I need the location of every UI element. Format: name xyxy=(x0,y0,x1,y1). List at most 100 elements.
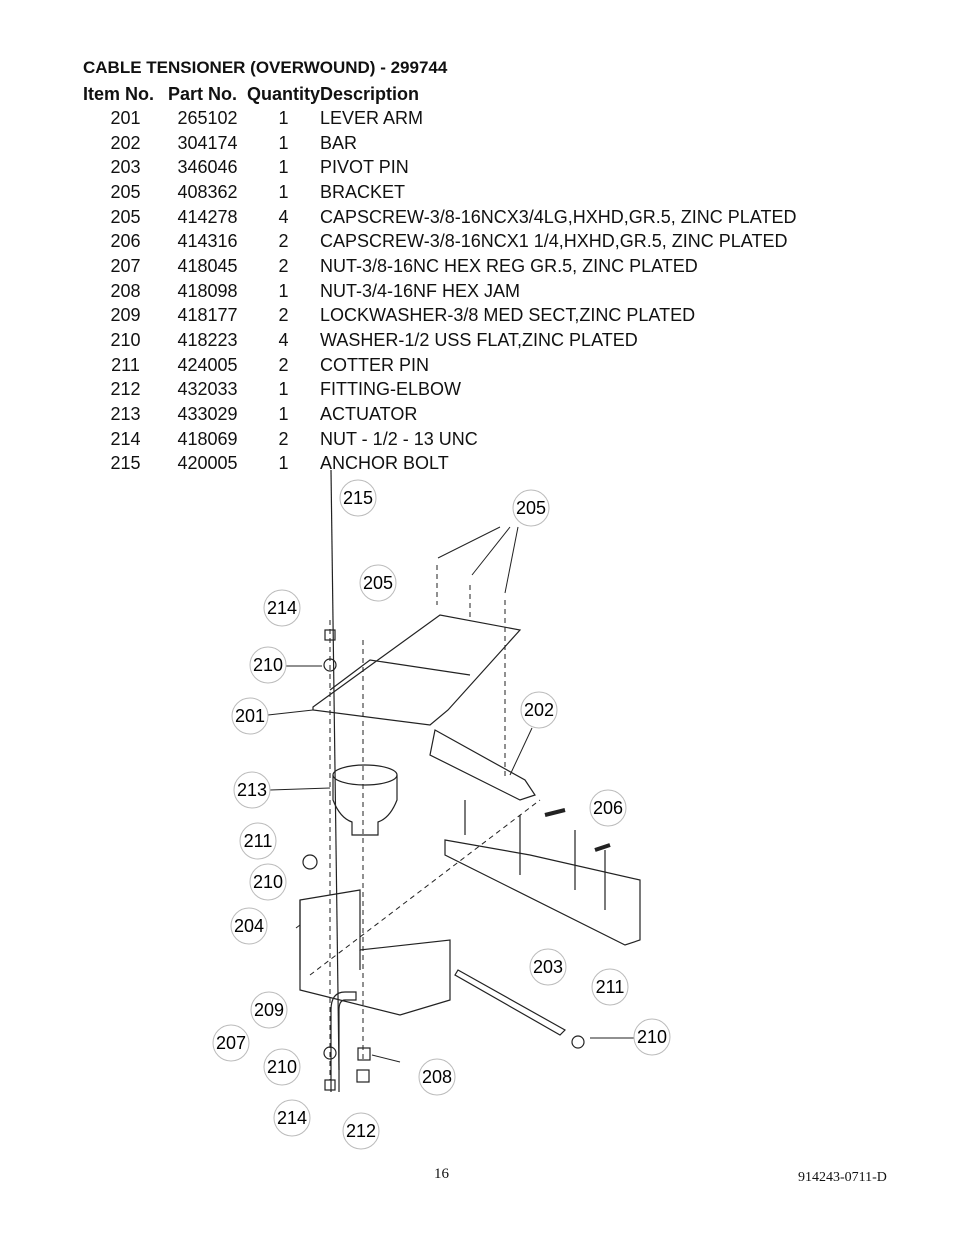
nut-lower xyxy=(324,1079,336,1091)
page-title: CABLE TENSIONER (OVERWOUND) - 299744 xyxy=(83,58,448,77)
callout-bubble xyxy=(359,564,397,602)
callout-label: 210 xyxy=(253,655,283,675)
callout-label: 206 xyxy=(593,798,623,818)
pivot-pin-shape xyxy=(454,969,566,1036)
cell-quantity: 1 xyxy=(278,157,289,178)
callout-label: 210 xyxy=(637,1027,667,1047)
washer-lower xyxy=(323,1046,337,1060)
cell-description: BAR xyxy=(320,132,358,153)
callout-label: 214 xyxy=(267,598,297,618)
cell-quantity: 1 xyxy=(278,132,289,153)
cell-quantity: 2 xyxy=(278,255,289,276)
cell-part-no: 433029 xyxy=(177,404,238,425)
callout-bubble xyxy=(231,697,269,735)
actuator-top xyxy=(332,764,398,786)
table-row: 205 408362 1 BRACKET xyxy=(83,180,796,205)
table-row: 211 424005 2 COTTER PIN xyxy=(83,353,796,378)
washer-left xyxy=(302,854,318,870)
callout-label: 210 xyxy=(253,872,283,892)
cell-item-no: 211 xyxy=(111,354,140,375)
callout-label: 210 xyxy=(267,1057,297,1077)
cell-part-no: 265102 xyxy=(177,107,238,128)
cell-part-no: 408362 xyxy=(177,181,238,202)
cell-part-no: 418045 xyxy=(177,255,238,276)
parts-table: Item No. Part No. Quantity Description 2… xyxy=(83,82,796,476)
callout-label: 214 xyxy=(277,1108,307,1128)
right-bracket-shape xyxy=(444,839,641,946)
column-header-quantity: Quantity xyxy=(247,83,321,104)
cell-part-no: 424005 xyxy=(177,354,238,375)
cell-item-no: 202 xyxy=(110,132,141,153)
callout-label: 211 xyxy=(596,977,625,997)
callout-label: 204 xyxy=(234,916,264,936)
callout-bubble xyxy=(520,691,558,729)
callout-bubble xyxy=(591,968,629,1006)
cell-quantity: 4 xyxy=(278,330,289,351)
cell-part-no: 304174 xyxy=(177,132,238,153)
page-number: 16 xyxy=(434,1166,449,1182)
callout-bubble xyxy=(250,991,288,1029)
cell-description: ACTUATOR xyxy=(320,404,418,425)
washer-upper xyxy=(323,658,337,672)
callout-bubble xyxy=(249,646,287,684)
cell-quantity: 4 xyxy=(278,206,289,227)
cell-item-no: 214 xyxy=(110,428,141,449)
cell-part-no: 420005 xyxy=(177,453,238,474)
cell-part-no: 418177 xyxy=(177,305,238,326)
cell-part-no: 414316 xyxy=(177,231,238,252)
cell-item-no: 201 xyxy=(110,107,141,128)
cell-item-no: 205 xyxy=(110,206,141,227)
cell-quantity: 2 xyxy=(278,305,289,326)
callout-label: 205 xyxy=(363,573,393,593)
cell-part-no: 346046 xyxy=(177,157,238,178)
cell-item-no: 205 xyxy=(110,181,141,202)
lower-bracket-shape xyxy=(299,889,451,1016)
callout-bubble xyxy=(233,771,271,809)
table-header-row: Item No. Part No. Quantity Description xyxy=(83,82,796,106)
cell-item-no: 208 xyxy=(110,280,141,301)
cell-description: BRACKET xyxy=(320,181,406,202)
table-row: 202 304174 1 BAR xyxy=(83,131,796,156)
document-code: 914243-0711-D xyxy=(798,1170,887,1185)
callout-bubble xyxy=(512,489,550,527)
parts-table-body: 201 265102 1 LEVER ARM 202 304174 1 BAR 203 34604… xyxy=(83,106,796,476)
cell-part-no: 432033 xyxy=(177,379,238,400)
cell-quantity: 2 xyxy=(278,231,289,252)
cell-quantity: 1 xyxy=(278,280,289,301)
cell-quantity: 1 xyxy=(278,181,289,202)
cell-item-no: 206 xyxy=(110,231,141,252)
cell-description: COTTER PIN xyxy=(320,354,430,375)
callout-label: 202 xyxy=(524,700,554,720)
cell-item-no: 203 xyxy=(110,157,141,178)
callout-label: 205 xyxy=(516,498,546,518)
bar-shape xyxy=(429,729,536,801)
callout-bubble xyxy=(529,948,567,986)
lever-arm-shape xyxy=(312,614,522,726)
cell-item-no: 213 xyxy=(110,404,141,425)
cell-description: NUT-3/4-16NF HEX JAM xyxy=(320,280,521,301)
cell-quantity: 2 xyxy=(278,354,289,375)
callout-bubble xyxy=(633,1018,671,1056)
cell-part-no: 418069 xyxy=(177,428,238,449)
cell-description: NUT-3/8-16NC HEX REG GR.5, ZINC PLATED xyxy=(320,255,698,276)
cell-item-no: 207 xyxy=(110,255,141,276)
callout-label: 203 xyxy=(533,957,563,977)
callout-label: 209 xyxy=(254,1000,284,1020)
callout-bubble xyxy=(263,589,301,627)
cell-description: LEVER ARM xyxy=(320,107,424,128)
cell-description: FITTING-ELBOW xyxy=(320,379,462,400)
table-row: 213 433029 1 ACTUATOR xyxy=(83,402,796,427)
cell-item-no: 210 xyxy=(110,330,141,351)
cell-quantity: 1 xyxy=(278,404,289,425)
cell-item-no: 209 xyxy=(110,305,141,326)
cell-quantity: 1 xyxy=(278,379,289,400)
